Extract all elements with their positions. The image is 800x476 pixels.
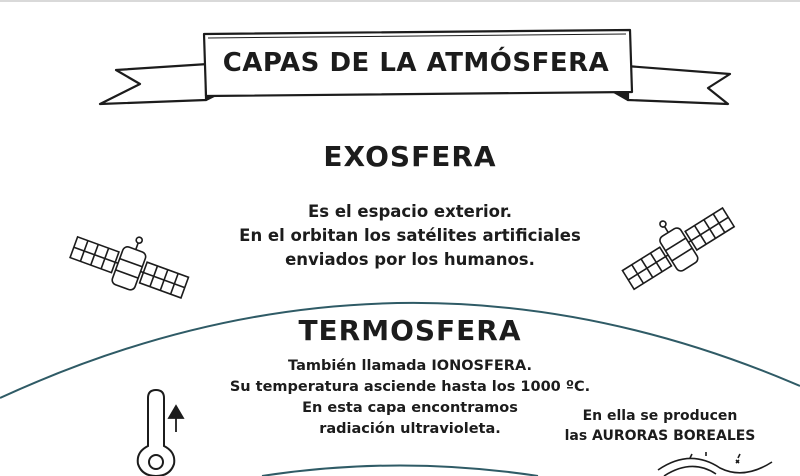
thermosphere-line: En esta capa encontramos [302,400,518,416]
ribbon-right-tail [624,64,732,106]
exosphere-heading: EXOSFERA [323,140,497,173]
ribbon-main [202,28,634,98]
thermosphere-boundary-line [261,464,539,476]
aurora-note: En ella se producen las AURORAS BOREALES [545,406,775,446]
exosphere-boundary-line [0,301,800,399]
thermosphere-line: Su temperatura asciende hasta los 1000 º… [229,379,591,395]
ribbon-banner [98,28,732,106]
arrow-up-icon [167,404,185,432]
thermosphere-line: También llamada IONOSFERA. [288,358,532,374]
thermosphere-heading: TERMOSFERA [298,314,522,347]
page-title: CAPAS DE LA ATMÓSFERA [222,48,610,78]
exosphere-line: En el orbitan los satélites artificiales [239,226,581,245]
aurora-line: En ella se producen [582,408,738,424]
ribbon-left-tail [98,62,210,106]
exosphere-line: enviados por los humanos. [285,250,535,269]
aurora-icon [657,452,773,476]
thermosphere-line: radiación ultravioleta. [319,421,501,437]
thermosphere-description: También llamada IONOSFERA. Su temperatur… [215,356,605,440]
top-border [0,0,800,2]
exosphere-description: Es el espacio exterior. En el orbitan lo… [200,200,620,272]
exosphere-line: Es el espacio exterior. [308,202,512,221]
aurora-line: las AURORAS BOREALES [564,428,756,444]
thermometer-icon [136,388,176,476]
satellite-icon [69,235,190,299]
satellite-icon [621,206,736,291]
